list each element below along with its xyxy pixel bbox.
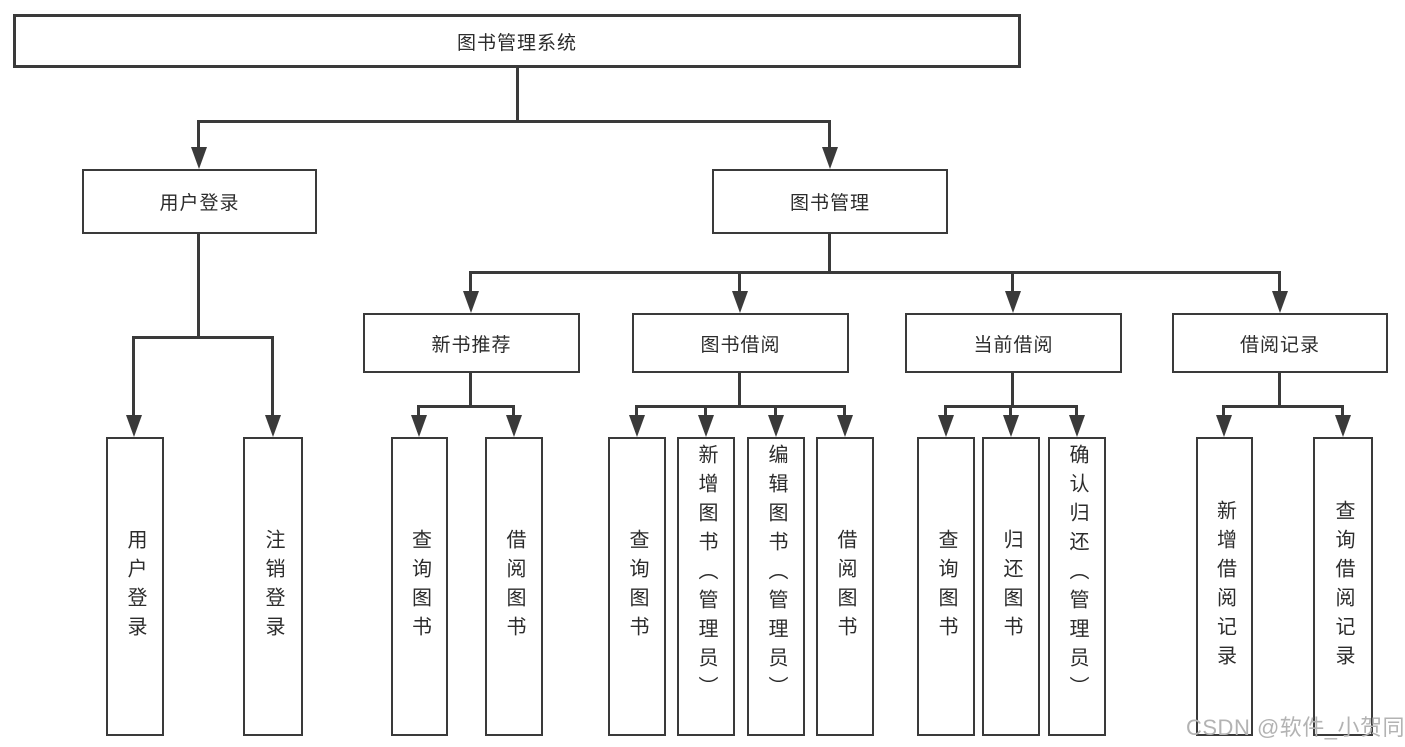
connector-drop-borrow-records [1278,271,1281,295]
node-current-borrow: 当前借阅 [905,313,1122,373]
node-root-label: 图书管理系统 [456,32,577,54]
leaf-query-books-borrow-label: 查询图书 [626,528,648,645]
leaf-user-login-label: 用户登录 [124,528,146,645]
arrowhead-icon [1335,415,1351,437]
leaf-logout-label: 注销登录 [262,528,284,645]
arrowhead-icon [938,415,954,437]
arrowhead-icon [732,291,748,313]
arrowhead-icon [506,415,522,437]
connector-drop-new-book [469,271,472,295]
connector-group1-split [417,405,515,408]
arrowhead-icon [837,415,853,437]
leaf-borrow-books-recommend: 借阅图书 [485,437,543,736]
leaf-query-books-recommend: 查询图书 [391,437,448,736]
leaf-add-borrow-record-label: 新增借阅记录 [1213,499,1236,674]
arrowhead-icon [191,147,207,169]
arrowhead-icon [768,415,784,437]
arrowhead-icon [1069,415,1085,437]
node-new-book-recommend: 新书推荐 [363,313,580,373]
arrowhead-icon [629,415,645,437]
arrowhead-icon [265,415,281,437]
arrowhead-icon [463,291,479,313]
node-root: 图书管理系统 [13,14,1021,68]
connector-root-stem [516,68,519,120]
leaf-edit-books-admin-label: 编辑图书（管理员） [765,444,787,705]
leaf-query-books-current: 查询图书 [917,437,975,736]
leaf-add-books-admin: 新增图书（管理员） [677,437,735,736]
leaf-add-books-admin-label: 新增图书（管理员） [695,444,717,705]
leaf-user-login: 用户登录 [106,437,164,736]
csdn-watermark: CSDN @软件_小贺同学 [1186,715,1405,740]
arrowhead-icon [1003,415,1019,437]
arrowhead-icon [1005,291,1021,313]
leaf-return-books: 归还图书 [982,437,1040,736]
node-user-login-label: 用户登录 [159,193,240,214]
leaf-query-borrow-record: 查询借阅记录 [1313,437,1373,736]
connector-root-split [197,120,831,123]
arrowhead-icon [126,415,142,437]
leaf-add-borrow-record: 新增借阅记录 [1196,437,1253,736]
leaf-confirm-return-admin: 确认归还（管理员） [1048,437,1106,736]
node-borrow-records-label: 借阅记录 [1239,334,1320,356]
connector-drop-current-borrow [1011,271,1014,295]
connector-group2-split [635,405,846,408]
leaf-return-books-label: 归还图书 [1000,528,1022,645]
leaf-borrow-books: 借阅图书 [816,437,874,736]
node-borrow-records: 借阅记录 [1172,313,1388,373]
leaf-logout: 注销登录 [243,437,303,736]
connector-drop-user-login [197,120,200,152]
leaf-query-borrow-record-label: 查询借阅记录 [1332,499,1354,674]
arrowhead-icon [1216,415,1232,437]
connector-book-mgmt-split [469,271,1281,274]
connector-drop-leaf-user-login [132,336,135,418]
node-new-book-recommend-label: 新书推荐 [431,334,512,356]
arrowhead-icon [822,147,838,169]
connector-group4-stem [1278,373,1281,405]
node-user-login: 用户登录 [82,169,317,234]
connector-group1-stem [469,373,472,405]
connector-group4-split [1222,405,1344,408]
node-book-borrow: 图书借阅 [632,313,849,373]
node-book-management: 图书管理 [712,169,948,234]
node-book-management-label: 图书管理 [789,193,870,214]
arrowhead-icon [698,415,714,437]
arrowhead-icon [1272,291,1288,313]
leaf-query-books-borrow: 查询图书 [608,437,666,736]
connector-user-login-stem [197,234,200,336]
leaf-confirm-return-admin-label: 确认归还（管理员） [1066,444,1088,705]
leaf-borrow-books-label: 借阅图书 [834,528,856,645]
arrowhead-icon [411,415,427,437]
leaf-borrow-books-recommend-label: 借阅图书 [503,528,525,645]
connector-drop-book-mgmt [828,120,831,152]
node-book-borrow-label: 图书借阅 [700,334,781,356]
connector-group2-stem [738,373,741,405]
leaf-query-books-current-label: 查询图书 [935,528,957,645]
node-current-borrow-label: 当前借阅 [973,334,1054,356]
connector-drop-leaf-logout [271,336,274,418]
connector-user-login-split [132,336,274,339]
connector-drop-book-borrow [738,271,741,295]
leaf-query-books-recommend-label: 查询图书 [408,528,431,645]
leaf-edit-books-admin: 编辑图书（管理员） [747,437,805,736]
connector-book-mgmt-stem [828,234,831,271]
connector-group3-stem [1011,373,1014,405]
